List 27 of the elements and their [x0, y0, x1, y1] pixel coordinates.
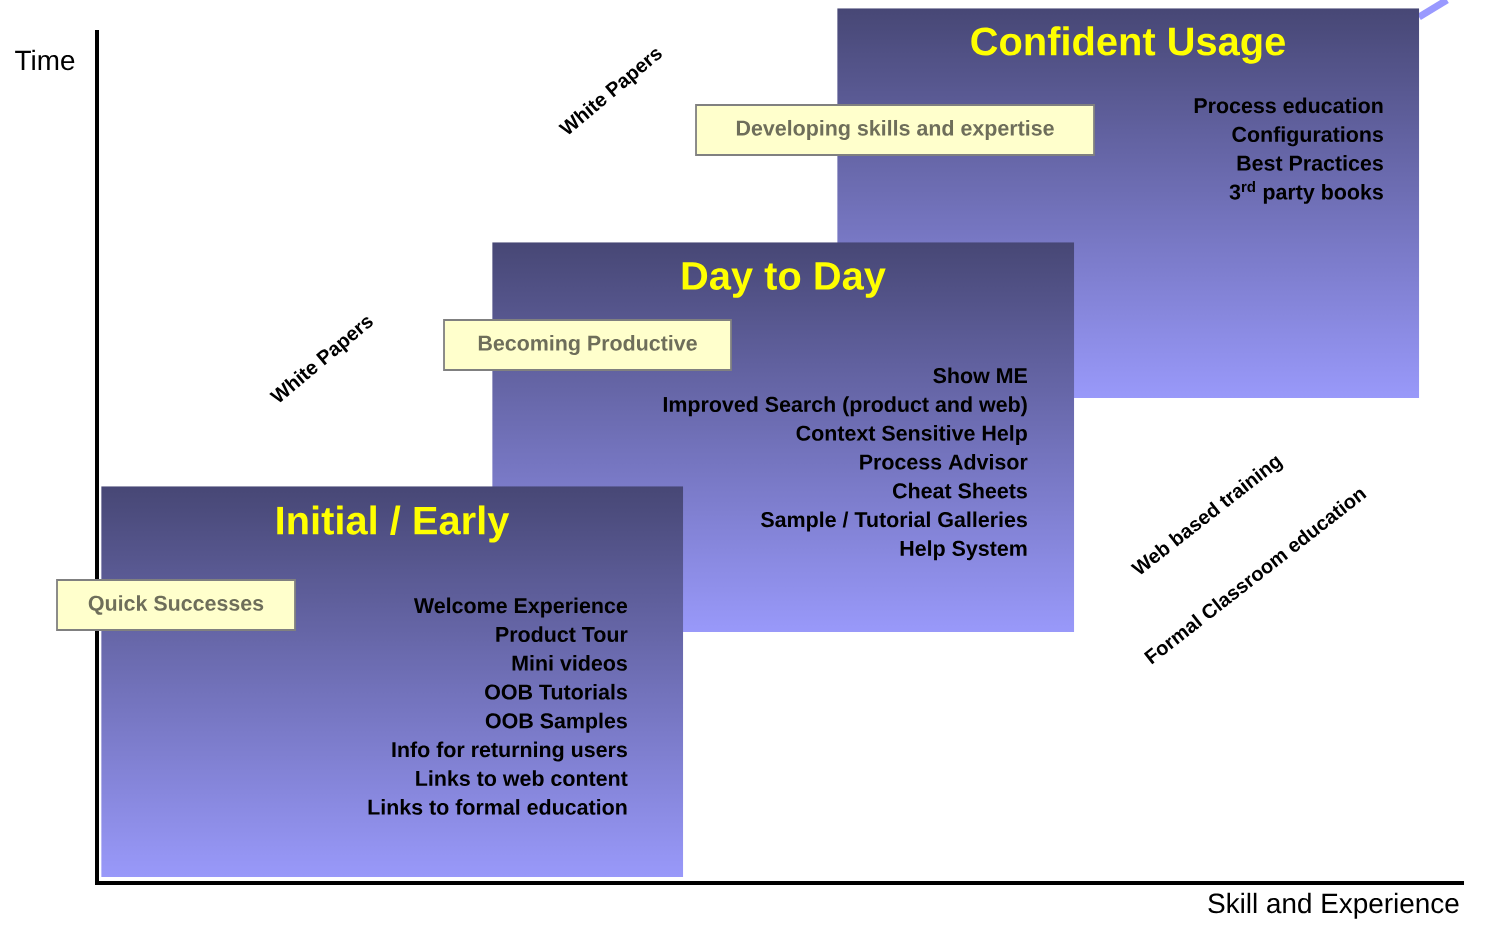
stage-title: Initial / Early [277, 505, 510, 543]
phase-tag: Becoming Productive [443, 319, 732, 371]
list-item: Configurations [1232, 126, 1383, 147]
phase-tag: Quick Successes [56, 579, 296, 631]
list-item: Mini videos [512, 655, 627, 671]
list-item: OOB Samples [485, 712, 627, 733]
list-item: Links to web content [416, 770, 628, 786]
list-item: Welcome Experience [413, 597, 628, 618]
stage-title: Day to Day [682, 262, 886, 298]
list-item: OOB Tutorials [485, 683, 627, 700]
stage-title: Confident Usage [971, 26, 1285, 64]
list-item: Process Advisor [860, 453, 1028, 470]
list-item: Info for returning users [392, 741, 627, 762]
axis-label: Time [15, 49, 75, 71]
list-item: Links to formal education [368, 799, 627, 815]
list-item: Cheat Sheets [893, 482, 1027, 499]
list-item: Product Tour [496, 626, 628, 642]
list-item: Context Sensitive Help [796, 425, 1027, 446]
list-item: Show ME [933, 367, 1027, 384]
list-item: Help System [900, 540, 1027, 561]
list-item: Best Practices [1237, 155, 1383, 171]
list-item: 3$^{rd}$ party books [1229, 181, 1383, 204]
list-item: Sample / Tutorial Galleries [761, 511, 1027, 532]
list-item: Improved Search (product and web) [663, 396, 1027, 417]
phase-tag: Developing skills and expertise [695, 104, 1095, 156]
list-item: Process education [1194, 97, 1383, 114]
axis-label: Skill and Experience [1208, 892, 1459, 919]
